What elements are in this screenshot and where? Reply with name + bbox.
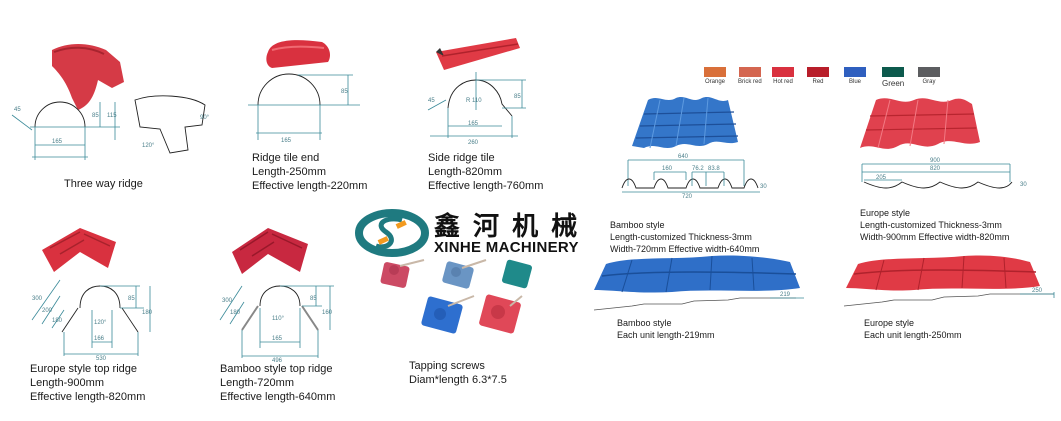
color-swatch-blue: Blue [844, 67, 866, 85]
svg-text:496: 496 [272, 358, 283, 364]
europe-top-ridge-caption: Europe style top ridge Length-900mm Effe… [30, 363, 146, 403]
svg-text:160: 160 [662, 166, 673, 172]
bamboo-sheet-image [632, 97, 739, 149]
svg-text:85: 85 [341, 89, 348, 95]
logo-emblem-icon [355, 209, 429, 257]
ridge-tile-end-image [266, 40, 330, 68]
color-swatch-hot-red: Hot red [772, 67, 794, 85]
svg-text:120°: 120° [94, 320, 107, 326]
svg-text:30: 30 [760, 184, 767, 190]
bamboo-top-ridge-drawing: 110° 165 496 85 160 300 180 [219, 285, 334, 364]
svg-text:165: 165 [272, 336, 283, 342]
svg-text:180: 180 [52, 318, 63, 324]
svg-text:250: 250 [1032, 288, 1043, 294]
side-ridge-tile-caption: Side ridge tile Length-820mm Effective l… [428, 152, 544, 192]
bamboo-unit-caption: Bamboo style Each unit length-219mm [617, 318, 715, 340]
color-swatch-gray: Gray [918, 67, 940, 85]
svg-text:45: 45 [14, 107, 21, 113]
svg-text:85: 85 [514, 94, 521, 100]
svg-text:165: 165 [281, 138, 292, 144]
side-ridge-tile-image [436, 38, 520, 70]
svg-text:200: 200 [42, 308, 53, 314]
color-palette: Orange Brick red Hot red Red Blue Green … [704, 67, 964, 97]
svg-text:76.2: 76.2 [692, 166, 704, 172]
color-swatch-green: Green [882, 67, 904, 88]
svg-text:640: 640 [678, 154, 689, 160]
tapping-screws-image [380, 259, 532, 334]
svg-text:R 110: R 110 [466, 98, 482, 104]
svg-text:300: 300 [222, 298, 233, 304]
svg-text:85: 85 [92, 113, 99, 119]
svg-text:166: 166 [94, 336, 105, 342]
svg-text:530: 530 [96, 356, 107, 362]
bamboo-sheet-drawing: 640 160 76.2 83.8 720 30 [621, 154, 767, 200]
svg-text:205: 205 [876, 175, 887, 181]
svg-text:720: 720 [682, 194, 693, 200]
svg-text:85: 85 [128, 296, 135, 302]
ridge-tile-end-caption: Ridge tile end Length-250mm Effective le… [252, 152, 368, 192]
europe-top-ridge-image [42, 228, 116, 272]
svg-text:900: 900 [930, 158, 941, 164]
svg-text:83.8: 83.8 [708, 166, 720, 172]
side-ridge-tile-drawing: 165 260 R 110 85 45 [427, 72, 526, 146]
svg-text:260: 260 [468, 140, 479, 146]
three-way-ridge-title: Three way ridge [64, 178, 143, 190]
svg-text:45: 45 [428, 98, 435, 104]
bamboo-top-ridge-caption: Bamboo style top ridge Length-720mm Effe… [220, 363, 336, 403]
tapping-screws-caption: Tapping screws Diam*length 6.3*7.5 [409, 360, 507, 386]
three-way-ridge-image [52, 44, 124, 110]
svg-text:300: 300 [32, 296, 43, 302]
color-swatch-orange: Orange [704, 67, 726, 85]
logo-chinese-name: 鑫 河 机 械 [434, 212, 580, 242]
bamboo-unit-profile: 219 [593, 292, 804, 311]
svg-text:820: 820 [930, 166, 941, 172]
svg-text:219: 219 [780, 292, 791, 298]
svg-text:160: 160 [322, 310, 333, 316]
svg-text:165: 165 [468, 121, 479, 127]
logo-english-name: XINHE MACHINERY [434, 239, 579, 256]
xinhe-machinery-logo: 鑫 河 机 械 XINHE MACHINERY [355, 206, 606, 264]
svg-text:110°: 110° [272, 316, 285, 322]
europe-top-ridge-drawing: 120° 166 530 85 180 300 200 180 [31, 279, 153, 362]
bamboo-unit-image [594, 255, 800, 293]
svg-text:85: 85 [310, 296, 317, 302]
three-way-ridge-drawing: 165 85 115 45 120° 90° [11, 95, 210, 160]
svg-text:180: 180 [230, 310, 241, 316]
ridge-tile-end-drawing: 165 85 [248, 73, 360, 144]
europe-sheet-image [860, 98, 980, 149]
europe-unit-profile: 250 [843, 288, 1055, 307]
svg-text:120°: 120° [142, 143, 155, 149]
europe-sheet-drawing: 900 820 205 30 [861, 158, 1027, 189]
europe-unit-image [846, 255, 1040, 291]
europe-unit-caption: Europe style Each unit length-250mm [864, 318, 962, 340]
color-swatch-brick-red: Brick red [738, 67, 762, 85]
svg-text:115: 115 [107, 113, 117, 119]
bamboo-top-ridge-image [232, 228, 308, 274]
svg-text:165: 165 [52, 139, 63, 145]
bamboo-sheet-caption: Bamboo style Length-customized Thickness… [610, 220, 760, 254]
svg-text:90°: 90° [200, 115, 210, 121]
europe-sheet-caption: Europe style Length-customized Thickness… [860, 208, 1010, 242]
color-swatch-red: Red [807, 67, 829, 85]
svg-text:30: 30 [1020, 182, 1027, 188]
svg-text:180: 180 [142, 310, 153, 316]
